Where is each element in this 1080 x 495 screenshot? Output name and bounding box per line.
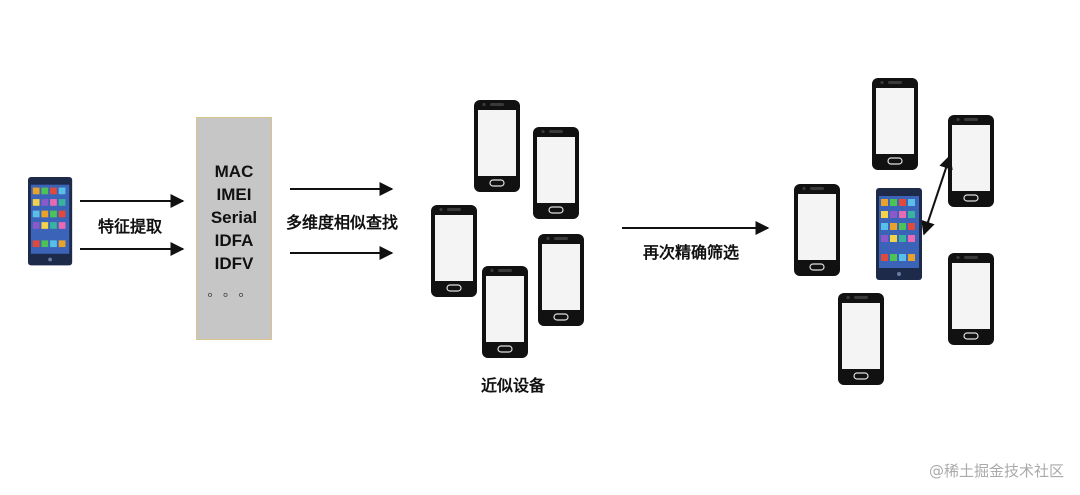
- feature-ellipsis: 。。。: [207, 285, 261, 300]
- source-phone-icon: [28, 177, 73, 266]
- result-phone-icon: [793, 183, 841, 277]
- similar-phone-icon: [532, 126, 580, 220]
- similar-phone-icon: [473, 99, 521, 193]
- feature-box: MAC IMEI Serial IDFA IDFV 。。。: [196, 117, 272, 340]
- similar-phone-icon: [537, 233, 585, 327]
- precise-filter-label: 再次精确筛选: [643, 243, 740, 262]
- feature-item: IDFV: [214, 254, 254, 273]
- feature-item: MAC: [214, 162, 254, 181]
- similar-devices-label: 近似设备: [481, 376, 546, 395]
- feature-item: IMEI: [216, 185, 252, 204]
- result-phone-icon: [947, 114, 995, 208]
- similar-phone-icon: [430, 204, 478, 298]
- feature-item: IDFA: [214, 231, 254, 250]
- feature-item: Serial: [210, 208, 258, 227]
- feature-extraction-label: 特征提取: [98, 217, 163, 236]
- match-arrow: [921, 154, 953, 236]
- result-phone-icon: [947, 252, 995, 346]
- matched-phone-icon: [876, 188, 922, 280]
- result-phone-icon: [871, 77, 919, 171]
- result-phone-icon: [837, 292, 885, 386]
- similar-phone-icon: [481, 265, 529, 359]
- multi-dim-search-label: 多维度相似查找: [286, 213, 399, 232]
- watermark: @稀土掘金技术社区: [928, 462, 1064, 480]
